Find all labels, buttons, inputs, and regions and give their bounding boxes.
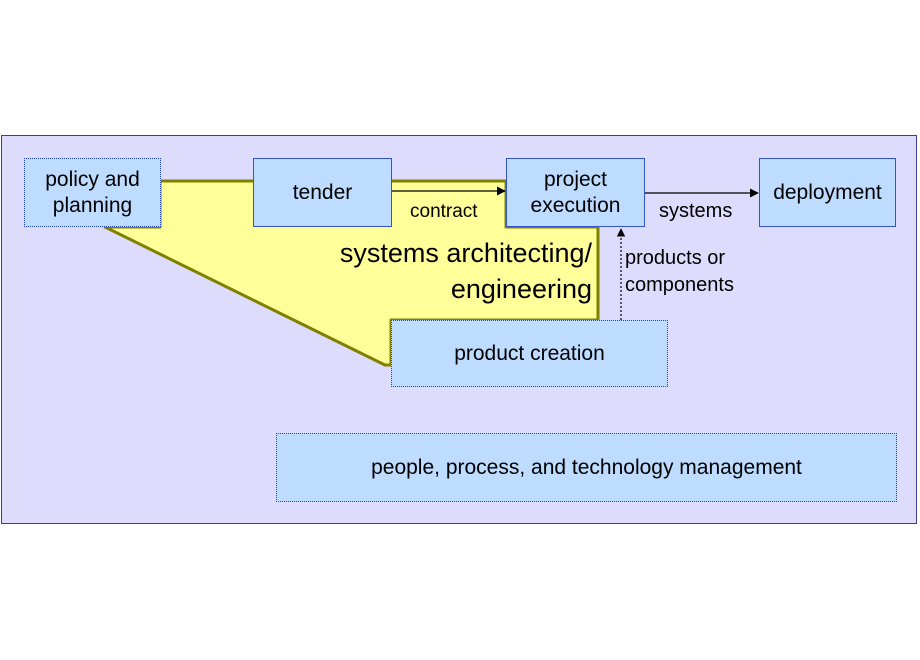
tender-box: tender xyxy=(253,158,392,227)
products-or-label: products or xyxy=(625,247,726,269)
components-label: components xyxy=(625,274,734,296)
policy-and-planning-box: policy and planning xyxy=(24,158,161,227)
people-process-technology-label: people, process, and technology manageme… xyxy=(371,455,802,479)
product-creation-label: product creation xyxy=(454,341,605,365)
tender-label: tender xyxy=(292,180,353,204)
deployment-box: deployment xyxy=(759,158,896,227)
deployment-label: deployment xyxy=(773,180,882,204)
systems-architecting-label: systems architecting/ xyxy=(339,238,592,268)
contract-label: contract xyxy=(410,201,478,222)
systems-label: systems xyxy=(659,200,733,222)
project-execution-box: project execution xyxy=(506,158,645,227)
engineering-label: engineering xyxy=(450,274,592,304)
policy-and-planning-label: policy and planning xyxy=(45,167,140,217)
project-execution-label: project execution xyxy=(530,167,621,217)
product-creation-box: product creation xyxy=(391,320,668,387)
people-process-technology-box: people, process, and technology manageme… xyxy=(276,433,897,502)
